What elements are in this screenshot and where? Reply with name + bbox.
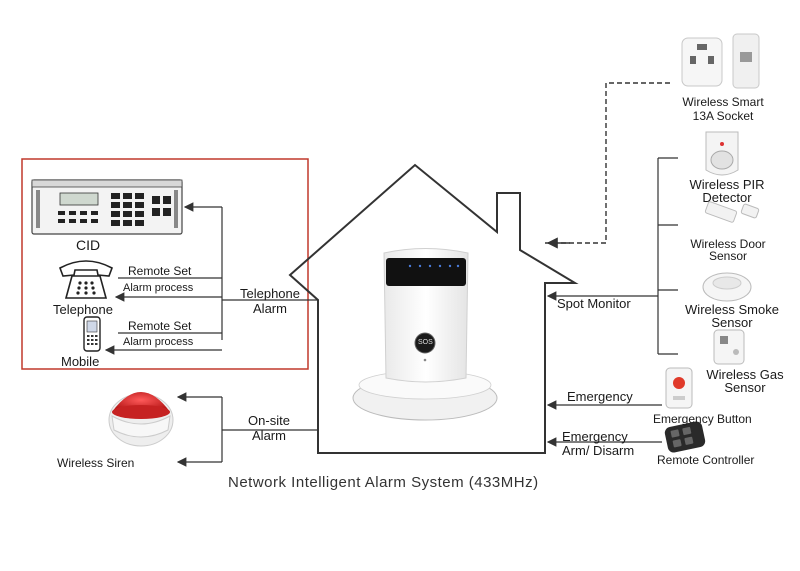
socket-line2: 13A Socket xyxy=(692,109,754,123)
alarm-host xyxy=(352,248,498,421)
siren-icon xyxy=(108,392,174,447)
emergency-arm-line2: Arm/ Disarm xyxy=(562,443,635,458)
onsite-alarm-line1: On-site xyxy=(248,413,290,428)
door-line2: Sensor xyxy=(708,249,748,263)
emergency-button-icon xyxy=(665,367,693,409)
frame-connectors xyxy=(104,202,318,355)
gas-line2: Sensor xyxy=(724,380,766,395)
sensor-bus xyxy=(546,157,678,447)
mobile-alarm-process: Alarm process xyxy=(123,336,194,348)
socket-line1: Wireless Smart xyxy=(682,95,764,109)
remote-controller-icon xyxy=(664,421,706,453)
diagram-caption: Network Intelligent Alarm System (433MHz… xyxy=(228,474,539,491)
telephone-icon xyxy=(59,260,113,299)
telephone-alarm-line2: Alarm xyxy=(253,301,287,316)
emergency-arm-line1: Emergency xyxy=(562,429,628,444)
mobile-icon xyxy=(83,316,101,352)
sos-label: SOS xyxy=(418,339,433,346)
door-sensor-icon xyxy=(704,201,760,223)
gas-sensor-icon xyxy=(713,329,745,365)
siren-label: Wireless Siren xyxy=(57,456,135,470)
emergency-arm-label: Emergency Arm/ Disarm xyxy=(562,430,634,457)
gas-label: Wireless Gas Sensor xyxy=(692,368,798,394)
house-outline xyxy=(288,163,579,454)
emergency-label: Emergency xyxy=(567,389,633,404)
pir-line2: Detector xyxy=(702,190,752,205)
cid-panel xyxy=(31,179,183,235)
spot-monitor-label: Spot Monitor xyxy=(557,296,631,311)
telephone-alarm-line1: Telephone xyxy=(240,286,300,301)
telephone-alarm-process: Alarm process xyxy=(123,282,194,294)
mobile-remote-set: Remote Set xyxy=(128,319,192,333)
door-label: Wireless Door Sensor xyxy=(673,238,783,262)
remote-controller-label: Remote Controller xyxy=(657,453,755,467)
onsite-alarm-line2: Alarm xyxy=(252,428,286,443)
mobile-label: Mobile xyxy=(61,354,100,369)
telephone-remote-set: Remote Set xyxy=(128,264,192,278)
smoke-sensor-icon xyxy=(702,272,752,302)
smoke-line1: Wireless Smoke xyxy=(685,302,779,317)
socket-label: Wireless Smart 13A Socket xyxy=(668,96,778,122)
siren-connectors xyxy=(176,392,318,467)
smoke-line2: Sensor xyxy=(711,315,753,330)
pir-detector-icon xyxy=(705,131,739,176)
communication-frame xyxy=(21,158,309,370)
smoke-label: Wireless Smoke Sensor xyxy=(672,303,792,329)
telephone-label: Telephone xyxy=(53,302,113,317)
cid-label: CID xyxy=(76,237,101,253)
pir-label: Wireless PIR Detector xyxy=(672,178,782,204)
telephone-alarm-label: Telephone Alarm xyxy=(225,287,315,315)
pir-line1: Wireless PIR xyxy=(689,177,765,192)
door-line1: Wireless Door xyxy=(690,237,766,251)
smart-socket-icon xyxy=(681,33,760,89)
onsite-alarm-label: On-site Alarm xyxy=(234,414,304,442)
socket-dashed-link xyxy=(545,82,672,244)
gas-line1: Wireless Gas xyxy=(706,367,784,382)
emergency-button-label: Emergency Button xyxy=(653,412,752,426)
